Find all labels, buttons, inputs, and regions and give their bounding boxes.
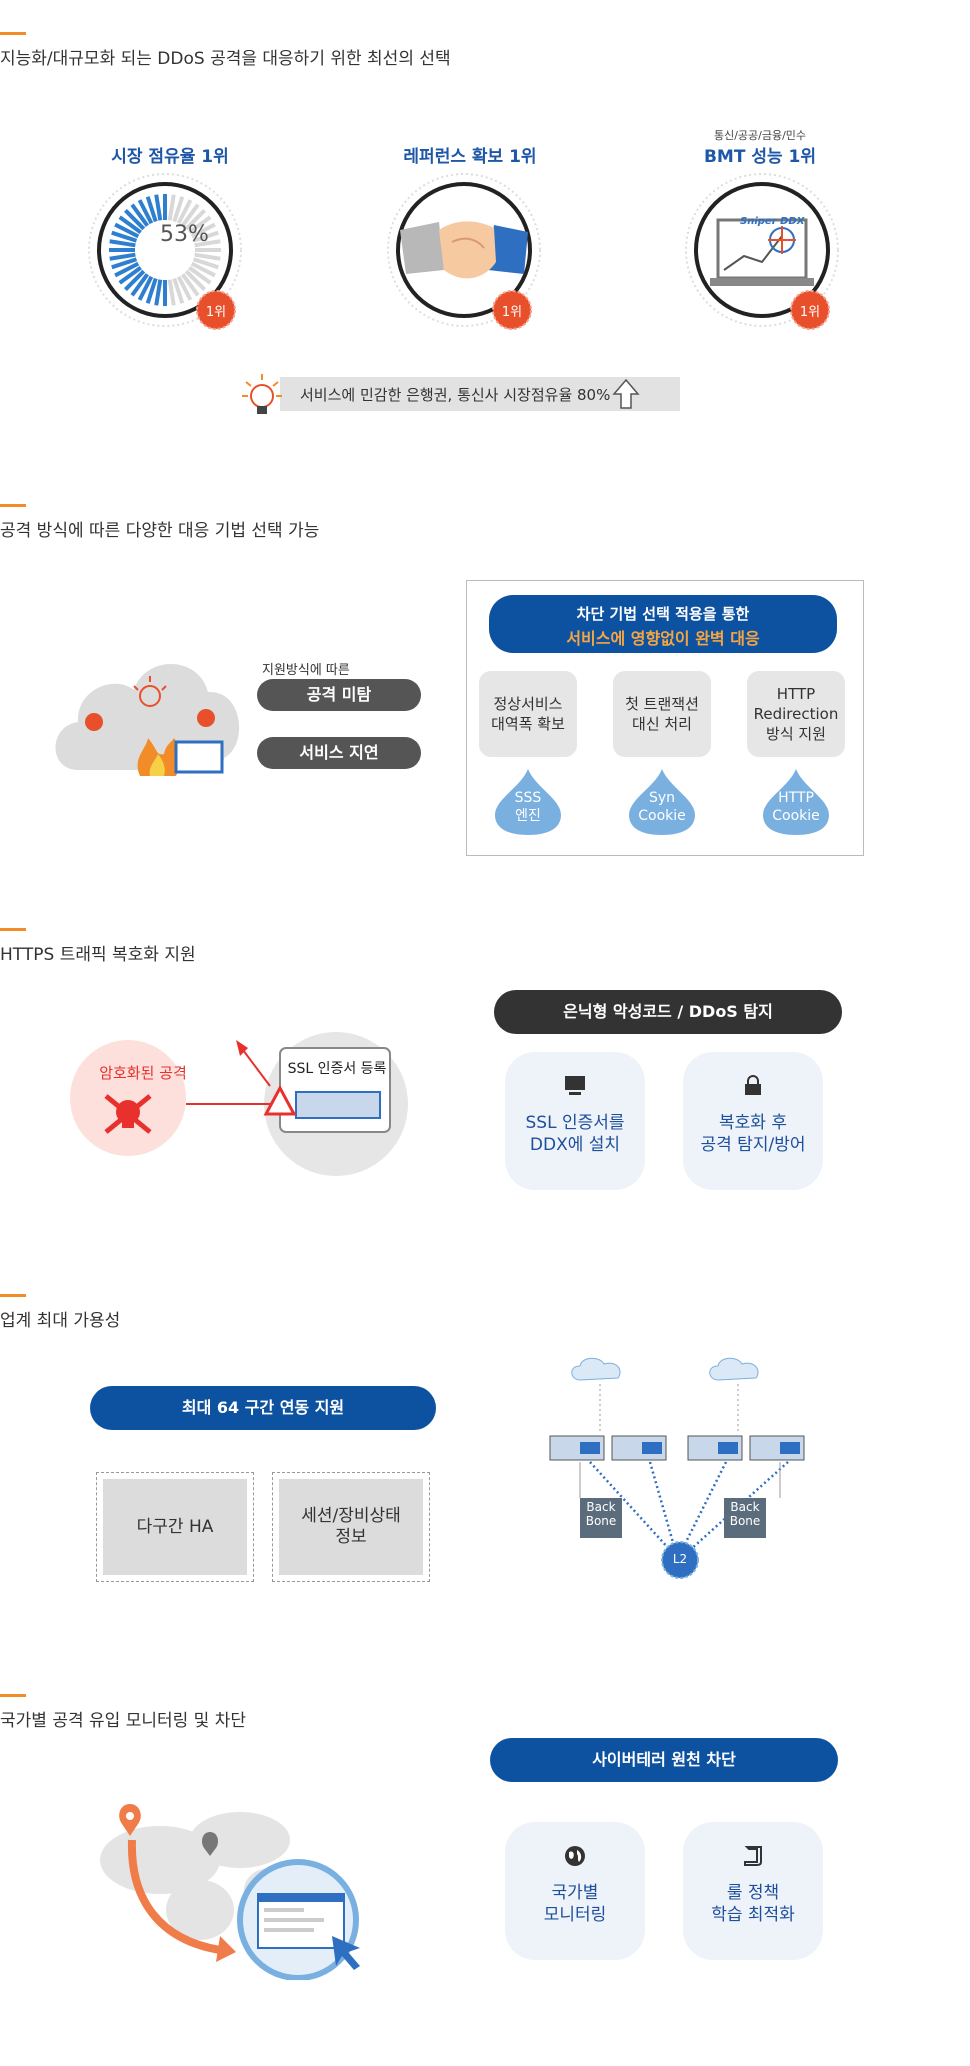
section-title: 국가별 공격 유입 모니터링 및 차단 [0,1711,246,1731]
l2-switch-label: L2 [672,1552,688,1566]
ha-topology-diagram [549,1357,805,1579]
product-name: Sniper DDX [740,216,805,227]
bmt-label: BMT 성능 1위 [703,147,817,167]
ssl-cert-label: SSL 인증서 등록 [287,1061,387,1077]
panel-header: 차단 기법 선택 적용을 통한 서비스에 영향없이 완벽 대응 [489,595,837,653]
reference-label: 레퍼런스 확보 1위 [403,147,537,167]
donut-tick [181,273,200,297]
donut-tick [176,199,193,225]
section-title: HTTPS 트래픽 복호화 지원 [0,945,196,965]
handshake-icon [387,173,541,327]
donut-tick [190,261,216,278]
rank-badge-3: 1위 [790,290,830,330]
donut-tick [130,273,149,297]
donut-tick [194,252,221,261]
cloud-attack-icon [55,664,240,776]
lightbulb-icon [242,374,282,414]
donut-tick [167,279,176,306]
donut-tick [176,275,193,301]
section-https-decryption: HTTPS 트래픽 복호화 지원 암호화된 공격 SSL 인증서 등록 은닉형 … [0,920,970,1220]
donut-tick [130,203,149,227]
section-title: 공격 방식에 따른 다양한 대응 기법 선택 가능 [0,521,320,541]
rank-badge-1: 1위 [196,290,236,330]
donut-tick [118,266,142,285]
lock-icon [745,1075,761,1095]
donut-tick [190,222,216,239]
section-accent-bar [0,32,26,35]
bmt-sublabel: 통신/공공/금융/민수 [713,129,807,142]
max-64-pill: 최대 64 구간 연동 지원 [90,1386,436,1430]
up-arrow-icon [612,378,640,409]
section-accent-bar [0,1694,26,1697]
globe-icon [565,1846,585,1866]
donut-tick [192,257,219,270]
laptop-icon [685,173,839,327]
market-share-value: 53% [160,222,209,247]
donut-tick [114,222,140,239]
donut-tick [184,269,207,292]
donut-tick [188,215,212,234]
donut-tick [194,239,221,248]
donut-tick [167,194,176,221]
donut-tick [188,266,212,285]
donut-tick [192,230,219,243]
pill-service-delay: 서비스 지연 [257,737,421,769]
donut-tick [111,230,138,243]
section-accent-bar [0,928,26,931]
donut-tick [114,261,140,278]
encrypted-attack-label: 암호화된 공격 [99,1064,187,1082]
section-title: 지능화/대규모화 되는 DDoS 공격을 대응하기 위한 최선의 선택 [0,49,451,69]
multi-ha-box: 다구간 HA [96,1472,254,1582]
donut-tick [111,257,138,270]
donut-tick [181,203,200,227]
world-map-monitor-icon [100,1804,360,1980]
cyber-terror-pill: 사이버테러 원천 차단 [490,1738,838,1782]
support-label: 지원방식에 따른 [262,663,350,678]
scroll-icon [744,1846,762,1866]
hidden-malware-pill: 은닉형 악성코드 / DDoS 탐지 [494,990,842,1034]
donut-tick [109,239,136,248]
donut-tick [184,208,207,231]
section-title: 업계 최대 가용성 [0,1311,121,1331]
donut-tick [109,252,136,261]
section-market-share: 지능화/대규모화 되는 DDoS 공격을 대응하기 위한 최선의 선택 시장 점… [0,0,970,460]
https-diagram [70,1032,408,1176]
donut-tick [118,215,142,234]
donut-tick [137,199,154,225]
donut-tick [172,277,185,304]
donut-tick [123,208,146,231]
banner-text: 서비스에 민감한 은행권, 통신사 시장점유율 80% [300,386,611,404]
pill-attack-miss: 공격 미탐 [257,679,421,711]
donut-tick [145,277,158,304]
rank-badge-2: 1위 [492,290,532,330]
market-share-donut [88,173,242,327]
section-accent-bar [0,504,26,507]
donut-tick [154,194,163,221]
section-accent-bar [0,1294,26,1297]
donut-tick [172,196,185,223]
donut-tick [123,269,146,292]
monitor-icon [565,1076,585,1095]
market-share-label: 시장 점유율 1위 [111,147,229,167]
donut-tick [145,196,158,223]
donut-tick [137,275,154,301]
donut-tick [154,279,163,306]
section-response-techniques: 공격 방식에 따른 다양한 대응 기법 선택 가능 지원방식에 따른 공격 미탐… [0,496,970,876]
